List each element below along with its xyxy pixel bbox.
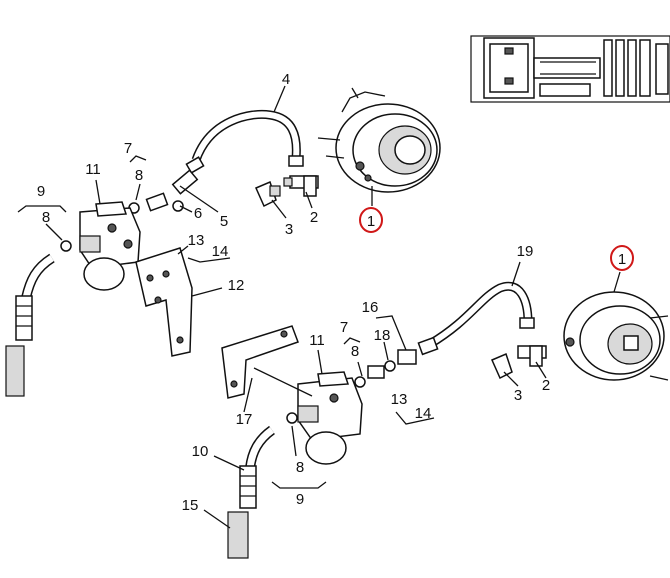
- callout-17[interactable]: 17: [236, 411, 253, 428]
- callout-18[interactable]: 18: [374, 327, 391, 344]
- callout-2-bottom[interactable]: 2: [542, 377, 550, 394]
- elbow-fitting-top: [255, 180, 281, 208]
- callout-15[interactable]: 15: [182, 497, 199, 514]
- callout-9-top[interactable]: 9: [37, 183, 45, 200]
- relay-valve-bottom: [297, 371, 363, 465]
- tee-fitting-bottom: [517, 345, 547, 367]
- callout-4[interactable]: 4: [282, 71, 290, 88]
- callout-8-top-left[interactable]: 8: [42, 209, 50, 226]
- highlight-callout-1-bottom: [610, 245, 634, 271]
- callout-7-top[interactable]: 7: [124, 140, 132, 157]
- callout-2-top[interactable]: 2: [310, 209, 318, 226]
- brake-chamber-top: [317, 87, 441, 193]
- relay-valve-top: [79, 201, 141, 291]
- callout-6[interactable]: 6: [194, 205, 202, 222]
- callout-9-bottom[interactable]: 9: [296, 491, 304, 508]
- callout-1-bottom[interactable]: 1: [618, 251, 626, 268]
- pipe-left: [5, 240, 72, 397]
- tee-fitting-top: [283, 175, 319, 197]
- hose-bottom: [417, 281, 535, 356]
- fittings-top: [128, 169, 199, 214]
- callout-11-bottom[interactable]: 11: [309, 332, 325, 349]
- callout-8-bottom-right[interactable]: 8: [351, 343, 359, 360]
- callout-3-bottom[interactable]: 3: [514, 387, 522, 404]
- pipe-bottom: [227, 412, 298, 559]
- brake-chamber-bottom: [563, 291, 669, 381]
- vehicle-locator-inset: [470, 35, 670, 103]
- highlight-callout-1-top: [359, 207, 383, 233]
- callout-1-top[interactable]: 1: [367, 213, 375, 230]
- callout-13-top[interactable]: 13: [188, 232, 205, 249]
- callout-11-top[interactable]: 11: [85, 161, 101, 178]
- mounting-bracket-bottom: [221, 325, 313, 399]
- callout-5[interactable]: 5: [220, 213, 228, 230]
- callout-7-bottom[interactable]: 7: [340, 319, 348, 336]
- mounting-bracket-top: [135, 247, 193, 357]
- leader-lines: [17, 85, 621, 529]
- callout-8-top-right[interactable]: 8: [135, 167, 143, 184]
- hose-top: [185, 109, 304, 174]
- callout-16[interactable]: 16: [362, 299, 379, 316]
- callout-12[interactable]: 12: [228, 277, 245, 294]
- callout-3-top[interactable]: 3: [285, 221, 293, 238]
- fittings-bottom: [354, 349, 417, 388]
- callout-8-bottom-left[interactable]: 8: [296, 459, 304, 476]
- callout-14-top[interactable]: 14: [212, 243, 229, 260]
- callout-13-bottom[interactable]: 13: [391, 391, 408, 408]
- callout-10[interactable]: 10: [192, 443, 209, 460]
- callout-19[interactable]: 19: [517, 243, 534, 260]
- callout-14-bottom[interactable]: 14: [415, 405, 432, 422]
- elbow-fitting-bottom: [491, 352, 513, 380]
